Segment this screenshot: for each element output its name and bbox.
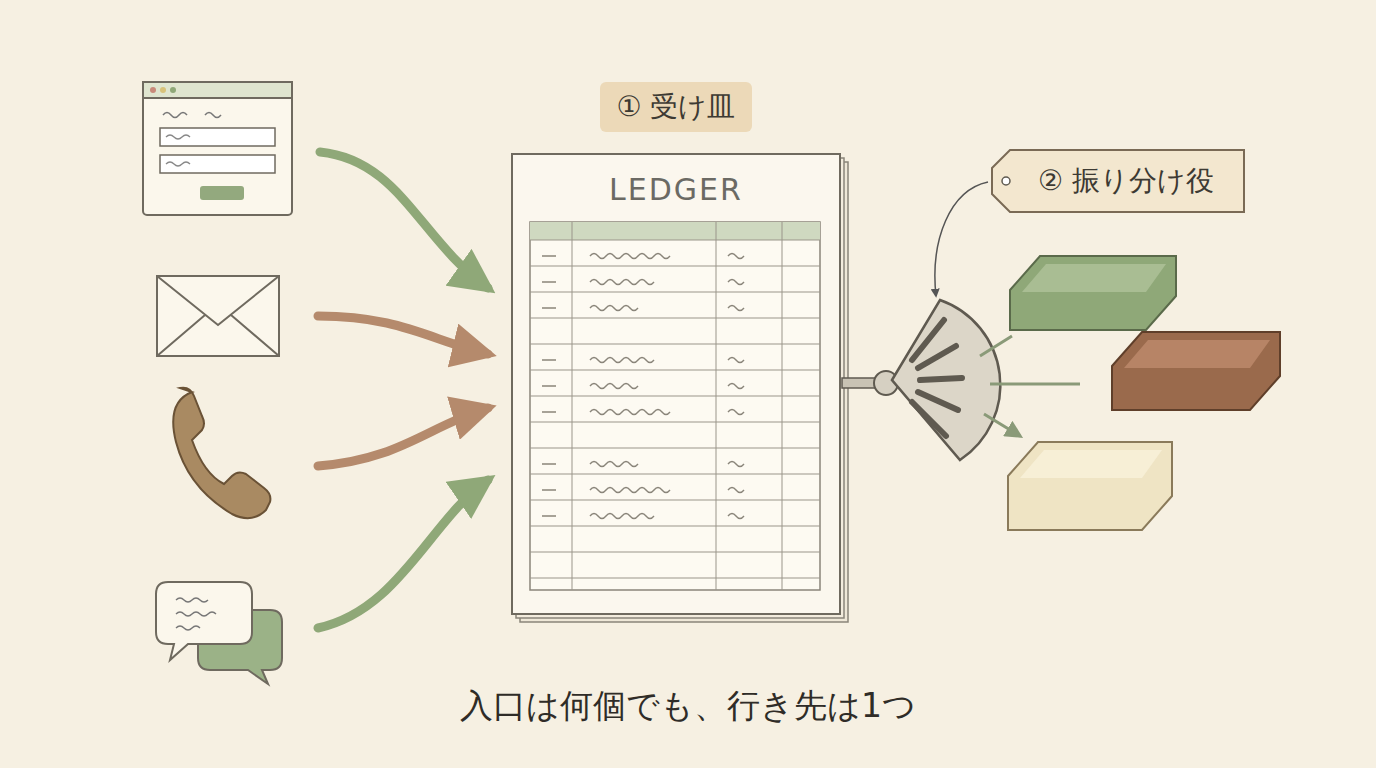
tag-shape	[935, 150, 1244, 296]
envelope-icon	[157, 276, 279, 356]
form-icon	[143, 82, 292, 215]
chat-icon	[156, 582, 282, 684]
ledger-title: LEDGER	[512, 172, 840, 207]
caption: 入口は何個でも、行き先は1つ	[0, 684, 1376, 729]
input-arrows	[318, 152, 488, 628]
trays	[1008, 256, 1280, 530]
ledger-sheet	[512, 154, 848, 622]
callout-tag: ② 振り分け役	[994, 152, 1232, 210]
ledger-node: LEDGER	[512, 154, 840, 614]
phone-icon	[173, 388, 270, 519]
callout-badge: ① 受け皿	[600, 82, 751, 132]
